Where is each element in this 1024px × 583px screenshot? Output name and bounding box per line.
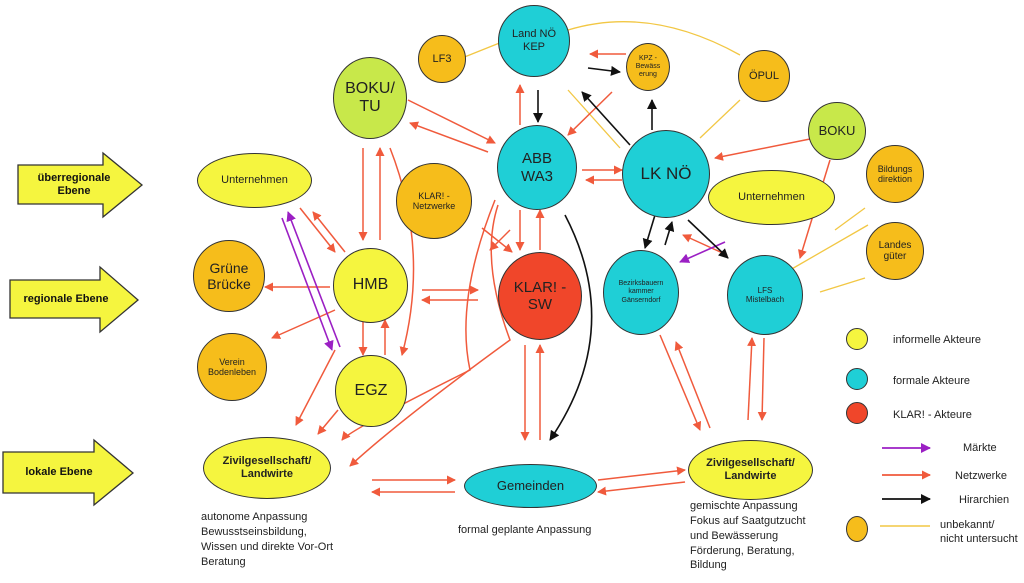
link-bildung-lfs xyxy=(789,224,869,271)
node-egz: EGZ xyxy=(335,355,407,427)
link-landnoe-oepul xyxy=(567,21,741,56)
node-klar-netzwerke: KLAR! - Netzwerke xyxy=(396,163,472,239)
legend-label-unknown: unbekannt/ nicht untersucht xyxy=(940,519,1018,546)
hierarchy-links xyxy=(533,65,729,441)
level-regional: regionale Ebene xyxy=(10,280,110,318)
node-kpz-bewaesserung: KPZ - Bewäss erung xyxy=(626,43,670,91)
node-lf3: LF3 xyxy=(418,35,466,83)
legend-label-maerkte: Märkte xyxy=(963,442,997,454)
level-supraregional-label: überregionale Ebene xyxy=(37,171,111,197)
link-kpz-yellow xyxy=(567,89,621,149)
level-arrow-regional xyxy=(9,265,140,334)
node-bildungsdirektion: Bildungs direktion xyxy=(866,145,924,203)
level-regional-label: regionale Ebene xyxy=(23,292,109,305)
link-oepul-lk xyxy=(699,99,741,139)
node-unternehmen-right: Unternehmen xyxy=(708,170,835,225)
level-arrows xyxy=(2,151,144,507)
link-bildung-unternehmen xyxy=(834,207,866,231)
node-landesgueter: Landes güter xyxy=(866,222,924,280)
link-lf3-landnoe xyxy=(461,41,503,59)
node-klar-sw: KLAR! - SW xyxy=(498,252,582,340)
legend-arrows xyxy=(880,443,931,527)
legend-label-informal: informelle Akteure xyxy=(893,334,982,346)
level-local-label: lokale Ebene xyxy=(25,466,93,479)
legend-label-netzwerke: Netzwerke xyxy=(955,470,1007,482)
node-boku-tu: BOKU/ TU xyxy=(333,57,407,139)
legend-dot-formal xyxy=(846,368,868,390)
network-links xyxy=(264,49,831,497)
level-local: lokale Ebene xyxy=(3,452,103,493)
node-boku: BOKU xyxy=(808,102,866,160)
unknown-links xyxy=(461,21,869,293)
node-zivilgesellschaft-left: Zivilgesellschaft/ Landwirte xyxy=(203,437,331,499)
node-hmb: HMB xyxy=(333,248,408,323)
level-arrow-local xyxy=(2,438,135,507)
node-gemeinden: Gemeinden xyxy=(464,464,597,508)
node-land-noe-kep: Land NÖ KEP xyxy=(498,5,570,77)
legend-dot-klar xyxy=(846,402,868,424)
legend-dot-unknown xyxy=(846,516,868,542)
caption-formal: formal geplante Anpassung xyxy=(458,524,592,536)
node-verein-bodenleben: Verein Bodenleben xyxy=(197,333,267,401)
level-supraregional: überregionale Ebene xyxy=(18,165,118,204)
node-unternehmen-left: Unternehmen xyxy=(197,153,312,208)
caption-mixed: gemischte Anpassung Fokus auf Saatgutzuc… xyxy=(690,500,806,572)
node-zivilgesellschaft-right: Zivilgesellschaft/ Landwirte xyxy=(688,440,813,500)
link-landesgueter-lfs xyxy=(819,277,866,293)
level-arrow-supraregional xyxy=(17,151,144,219)
market-links xyxy=(281,211,726,351)
node-bezirksbauernkammer: Bezirksbauern kammer Gänserndorf xyxy=(603,250,679,335)
node-abb-wa3: ABB WA3 xyxy=(497,125,577,210)
legend-label-hierarchien: Hirarchien xyxy=(959,494,1010,506)
legend-label-formal: formale Akteure xyxy=(893,375,971,387)
node-oepul: ÖPUL xyxy=(738,50,790,102)
node-gruene-bruecke: Grüne Brücke xyxy=(193,240,265,312)
legend-label-klar: KLAR! - Akteure xyxy=(893,409,972,421)
node-lk-noe: LK NÖ xyxy=(622,130,710,218)
node-lfs-mistelbach: LFS Mistelbach xyxy=(727,255,803,335)
legend-dot-informal xyxy=(846,328,868,350)
caption-autonomous: autonome Anpassung Bewusstseinsbildung, … xyxy=(201,511,334,568)
